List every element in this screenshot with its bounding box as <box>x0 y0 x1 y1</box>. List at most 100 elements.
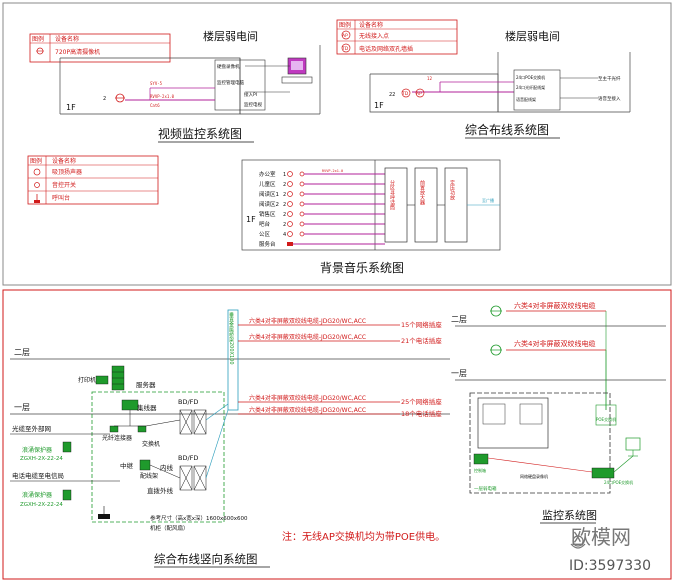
equipment-cabinet: 打印机 服务器 集线器 光纤连接器 交换机 中继 配线架 内线 直拨外线 BD/… <box>78 365 229 523</box>
camera-icon <box>490 344 502 356</box>
td-icon: TD <box>401 88 411 98</box>
camera-icon <box>36 47 44 55</box>
wiring-td-count: 22 <box>389 92 395 98</box>
music-legend-header-icon: 图例 <box>30 157 42 165</box>
monitor-poe-switch: 24口POE交换机 <box>604 479 633 485</box>
music-room-count-5: 2 <box>283 212 286 218</box>
monitor-floor-1f: 一层 <box>451 369 467 378</box>
video-cable-label-3: Cat6 <box>150 103 160 108</box>
music-room-count-6: 2 <box>283 222 286 228</box>
video-legend-table: 图例 设备名称 720P高清摄像机 <box>29 33 171 63</box>
music-legend-header-name: 设备名称 <box>52 157 76 165</box>
music-room-1: 办公室 <box>259 170 276 178</box>
wiring-floor-frame <box>369 52 631 113</box>
riser-1f-cable-2: 六类4对非屏蔽双绞线电缆-JDG20/WC,ACC <box>249 406 366 414</box>
music-legend-row-1: 吸顶扬声器 <box>52 168 82 176</box>
svg-text:TD: TD <box>401 91 409 97</box>
wiring-rack-item-2: 24口光纤配线架 <box>516 84 545 90</box>
svg-text:AP: AP <box>416 91 422 97</box>
switch-icon <box>591 467 615 479</box>
riser-direct-line: 直拨外线 <box>147 486 174 495</box>
riser-tray-label: 垂直金属桥架200X100 <box>228 311 234 364</box>
monitor-nvr-label: 网络硬盘录像机 <box>520 473 548 479</box>
video-cable-label-1: SYV-5 <box>150 81 163 86</box>
integrated-wiring-panel: 图例 设备名称 AP 无线接入点 TD 电话及网络双孔墙插 楼层弱电间 1F <box>336 19 631 139</box>
watermark-id: ID:3597330 <box>569 558 651 574</box>
riser-surge-1: 浪涌保护器 <box>22 446 52 454</box>
video-rack-item-3: 接入PI <box>244 91 257 98</box>
distribution-frame-icon <box>179 465 207 491</box>
paging-mic-icon <box>287 242 293 246</box>
brand-logo-icon <box>570 535 586 549</box>
riser-relay: 中继 <box>120 461 134 470</box>
video-rack-item-2: 监控管理电脑 <box>217 79 244 86</box>
riser-ext-phone: 电话电缆至电信局 <box>12 471 64 480</box>
riser-surge-2: 浪涌保护器 <box>22 491 52 499</box>
ground-symbol <box>98 506 110 519</box>
music-cable-label: RVVP-2x1.0 <box>322 169 343 173</box>
riser-ext-fiber: 光缆至外部网 <box>12 424 51 433</box>
music-legend-table: 图例 设备名称 吸顶扬声器 音控开关 呼叫台 <box>27 155 159 205</box>
camera-icon <box>115 93 125 103</box>
music-room-count-4: 2 <box>283 202 286 208</box>
riser-external-lines: 光缆至外部网 电话电缆至电信局 浪涌保护器 ZGXH-2X-22-24 浪涌保护… <box>10 424 120 508</box>
wiring-system-title: 综合布线系统图 <box>465 122 549 137</box>
monitor-control-box: 控制箱 <box>474 467 486 473</box>
video-surveillance-panel: 图例 设备名称 720P高清摄像机 楼层弱电间 1F 硬盘录像机 监控管理电脑 … <box>29 29 321 143</box>
music-room-5: 销售区 <box>259 210 276 218</box>
wiring-legend-header-icon: 图例 <box>339 21 351 29</box>
video-camera-count: 2 <box>103 96 106 102</box>
nvr-icon <box>473 453 489 465</box>
printer-icon <box>95 375 109 385</box>
video-cable-label-2: RVVP-2x1.0 <box>150 94 175 99</box>
surge-protector-icon <box>62 441 72 453</box>
music-out-label: 至广播 <box>482 197 494 203</box>
music-room-count-1: 1 <box>283 172 286 178</box>
riser-1f-outlet-1: 25个网络插座 <box>401 397 442 406</box>
monitor-floor-2f: 二层 <box>451 315 467 324</box>
music-room-count-7: 4 <box>283 232 286 238</box>
hub-icon <box>121 399 139 411</box>
riser-2f-outlet-2: 21个电话插座 <box>401 336 442 345</box>
riser-switch: 交换机 <box>142 440 160 448</box>
riser-bdfd-1: BD/FD <box>178 398 198 406</box>
music-room-2: 儿童区 <box>259 180 276 188</box>
ap-icon: AP <box>415 88 425 98</box>
wiring-out-label-1: 至主干光纤 <box>598 75 621 82</box>
video-system-title: 视频监控系统图 <box>158 126 242 141</box>
video-legend-row-name: 720P高清摄像机 <box>55 48 100 56</box>
video-floor-frame <box>59 45 321 115</box>
wiring-rack-item-3: 语音配线架 <box>516 96 536 102</box>
video-floor-title: 楼层弱电间 <box>203 29 258 43</box>
music-box-1: 分区寻呼话筒 <box>389 179 395 211</box>
riser-2f-cables: 六类4对非屏蔽双绞线电缆-JDG20/WC,ACC 六类4对非屏蔽双绞线电缆-J… <box>238 317 442 345</box>
music-room-count-3: 2 <box>283 192 286 198</box>
riser-2f-cable-2: 六类4对非屏蔽双绞线电缆-JDG20/WC,ACC <box>249 333 366 341</box>
riser-2f-cable-1: 六类4对非屏蔽双绞线电缆-JDG20/WC,ACC <box>249 317 366 325</box>
riser-bdfd-2: BD/FD <box>178 454 198 462</box>
watermark-brand: 欧模网 <box>571 525 631 549</box>
music-legend-row-2: 音控开关 <box>52 181 76 189</box>
server-icon <box>111 365 125 391</box>
music-box-2: 前置放大器 <box>419 179 425 206</box>
watermark: 欧模网 ID:3597330 <box>569 525 651 574</box>
video-legend-header-icon: 图例 <box>32 35 44 43</box>
music-equipment: 分区寻呼话筒 前置放大器 定压功放 至广播 <box>384 167 500 243</box>
riser-fiber-connector: 光纤连接器 <box>102 434 132 442</box>
riser-internal-line: 内线 <box>160 463 174 472</box>
wiring-floor-label: 1F <box>374 101 384 110</box>
music-room-list: 办公室 儿童区 阅读区1 阅读区2 销售区 吧台 公区 服务台 1 2 2 2 … <box>259 170 286 248</box>
weak-current-box: 一层弱电箱 POE交换机 控制箱 24口POE交换机 网络硬盘录像机 <box>469 392 633 494</box>
riser-notice: 注：无线AP交换机均为带POE供电。 <box>282 530 445 543</box>
monitor-cable-1f: 六类4对非屏蔽双绞线电缆 <box>514 339 595 348</box>
monitor-cable-2f: 六类4对非屏蔽双绞线电缆 <box>514 301 595 310</box>
monitor-system-title: 监控系统图 <box>542 508 597 522</box>
riser-note-dims: 参考尺寸（高x宽x深）1600x600x600 <box>150 514 248 522</box>
video-floor-label: 1F <box>66 103 76 112</box>
video-rack-item-4: 监控电视 <box>244 101 262 108</box>
riser-patch-panel: 配线架 <box>140 472 158 480</box>
distribution-frame-icon <box>179 409 207 435</box>
patch-panel-icon <box>139 459 151 471</box>
